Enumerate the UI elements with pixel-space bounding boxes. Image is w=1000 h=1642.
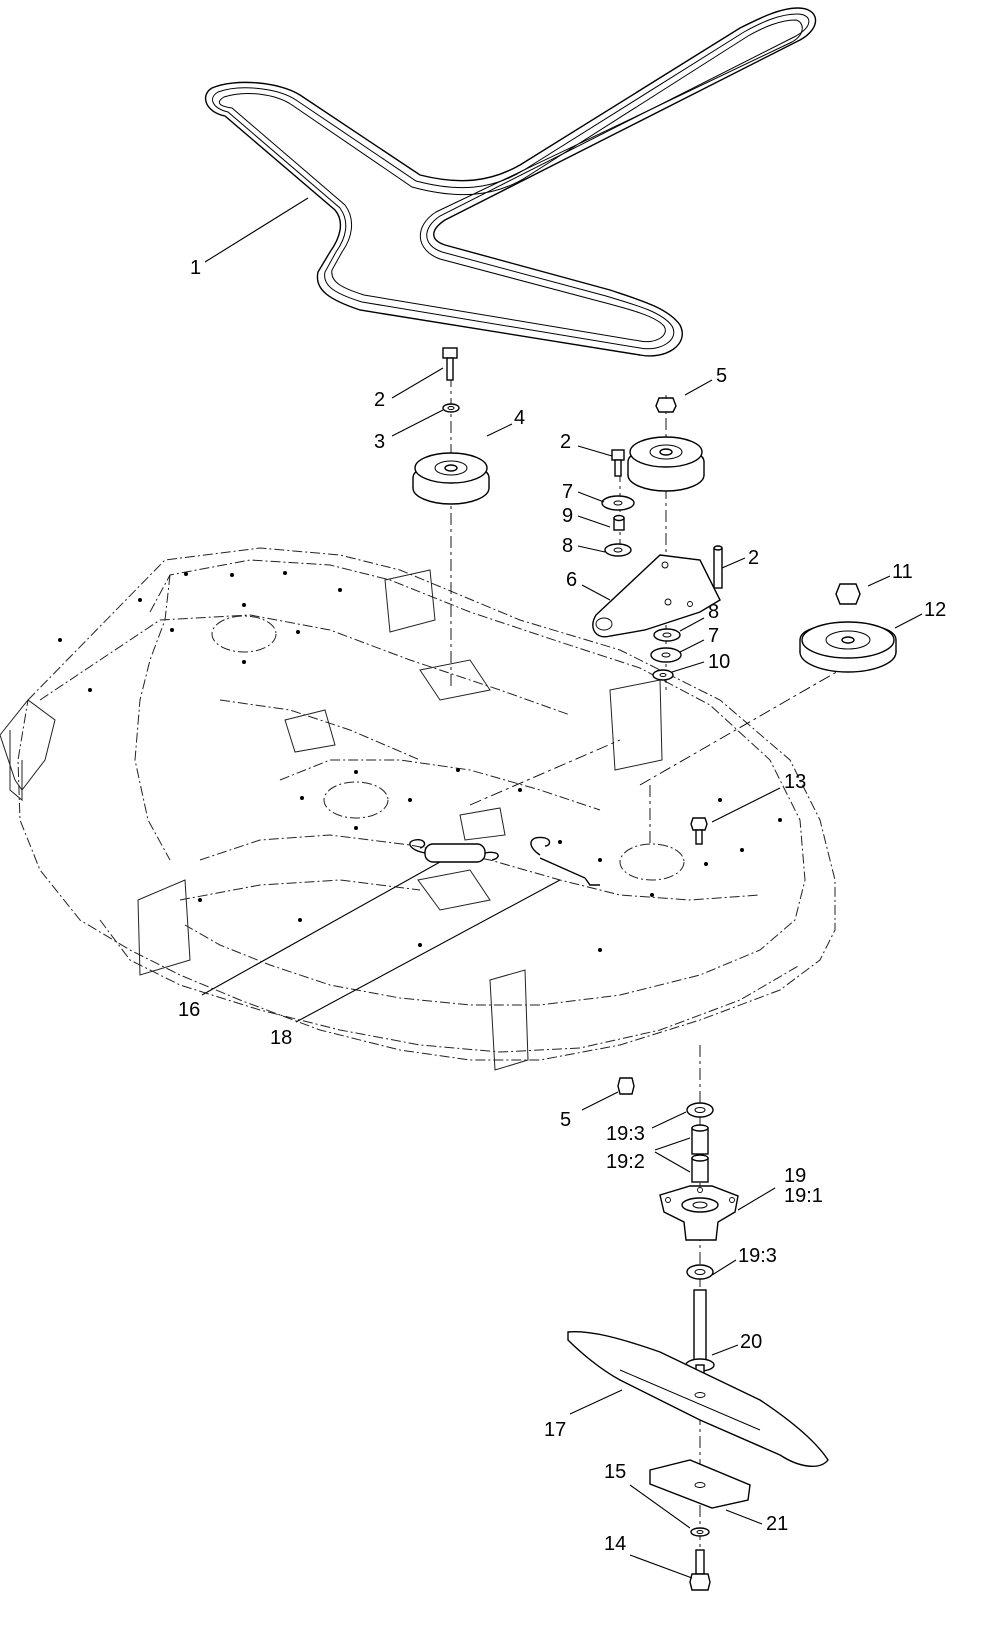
callout-2: 2 (748, 547, 759, 569)
callout-9: 9 (562, 505, 573, 527)
bolt-2-right (713, 545, 723, 589)
spring-16 (409, 838, 499, 863)
spacer-19-2-upper (691, 1124, 709, 1155)
callout-8: 8 (708, 601, 719, 623)
spindle-housing-19 (659, 1185, 739, 1241)
callout-19-2: 19:2 (606, 1151, 645, 1173)
nut-5-bottom (617, 1077, 635, 1095)
hook-rod-18 (530, 836, 600, 886)
callout-14: 14 (604, 1533, 626, 1555)
callout-19: 19 (784, 1165, 806, 1187)
washer-3 (442, 403, 460, 413)
callout-12: 12 (924, 599, 946, 621)
washer-7-lower (650, 647, 682, 663)
spacer-9 (613, 514, 625, 531)
callout-19-3: 19:3 (606, 1123, 645, 1145)
washer-8-upper (604, 543, 632, 557)
callout-3: 3 (374, 431, 385, 453)
callout-6: 6 (566, 569, 577, 591)
bolt-2-middle (611, 449, 625, 477)
callout-2: 2 (374, 389, 385, 411)
bearing-19-3-bottom (686, 1264, 714, 1280)
callout-19-3: 19:3 (738, 1245, 777, 1267)
mower-deck (0, 547, 836, 1071)
assembly-center-lines (450, 375, 841, 1590)
callout-13: 13 (784, 771, 806, 793)
nut-5-top (655, 397, 677, 413)
leader-lines (201, 197, 923, 1579)
callout-19-1: 19:1 (784, 1185, 823, 1207)
bearing-19-3-top (686, 1102, 714, 1118)
callout-21: 21 (766, 1513, 788, 1535)
callout-11: 11 (892, 561, 913, 583)
callout-10: 10 (708, 651, 730, 673)
callout-labels: 1 2 3 4 5 2 7 9 8 2 6 11 12 8 7 10 13 16… (178, 257, 946, 1555)
callout-7: 7 (562, 481, 573, 503)
callout-17: 17 (544, 1419, 566, 1441)
idler-arm-6 (592, 554, 721, 638)
callout-2: 2 (560, 431, 571, 453)
bolt-14 (689, 1549, 711, 1591)
drive-pulley-12 (799, 621, 897, 673)
callout-15: 15 (604, 1461, 626, 1483)
washer-7-upper (601, 495, 635, 511)
spacer-19-2-lower (691, 1154, 709, 1183)
callout-8: 8 (562, 535, 573, 557)
callout-5: 5 (560, 1109, 571, 1131)
idler-pulley-right (627, 436, 705, 492)
callout-1: 1 (190, 257, 201, 279)
callout-7: 7 (708, 625, 719, 647)
washer-10 (652, 669, 674, 681)
callout-20: 20 (740, 1331, 762, 1353)
callout-18: 18 (270, 1027, 292, 1049)
blade-17 (567, 1330, 829, 1467)
washer-15 (690, 1527, 710, 1537)
callout-16: 16 (178, 999, 200, 1021)
plate-21 (649, 1459, 751, 1509)
callout-5: 5 (716, 365, 727, 387)
callout-4: 4 (514, 407, 525, 429)
idler-pulley-4 (412, 452, 490, 505)
drive-belt (204, 7, 817, 357)
bolt-13 (690, 817, 708, 845)
nut-11 (835, 583, 861, 605)
bolt-2-left (442, 347, 458, 381)
washer-8-lower (653, 628, 681, 642)
